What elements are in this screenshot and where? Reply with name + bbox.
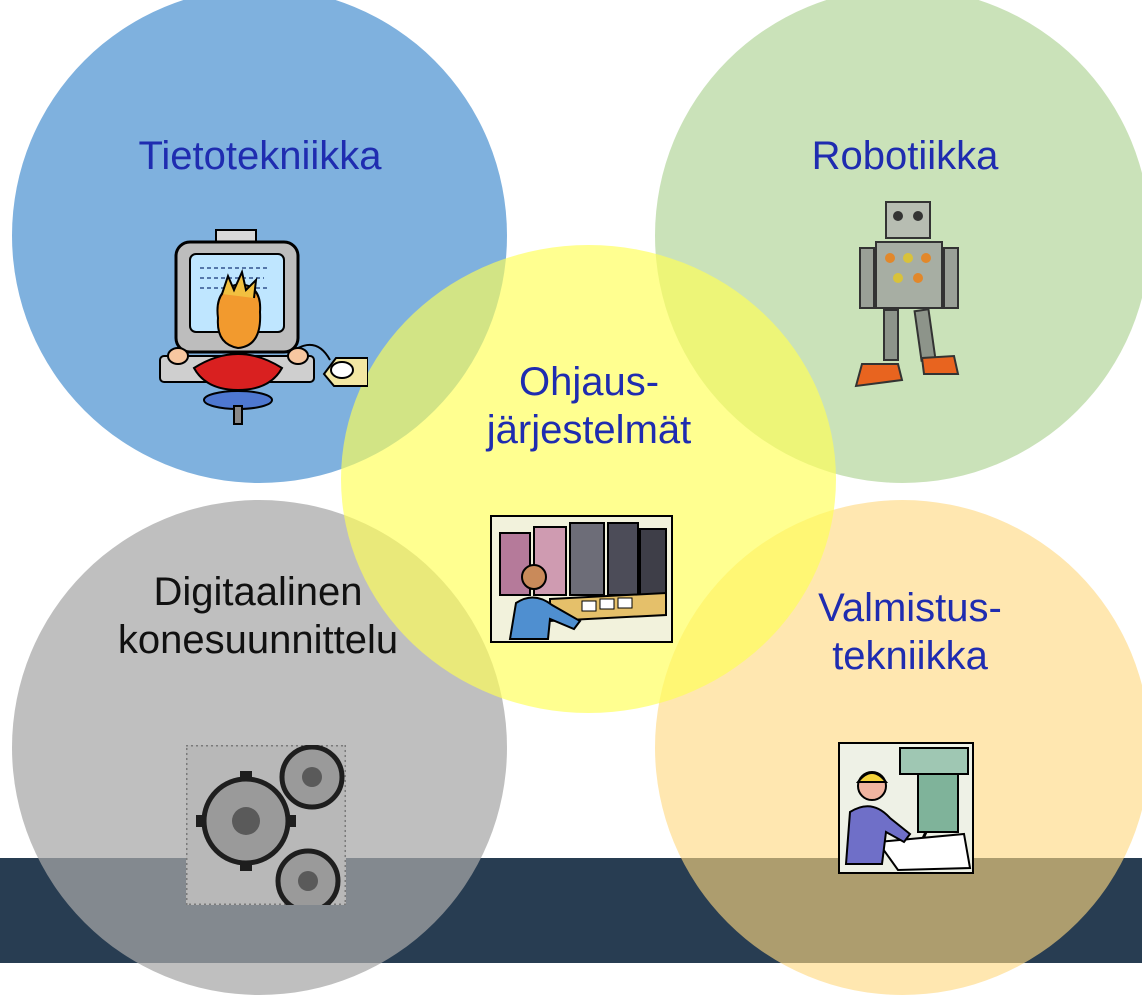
label-tietotekniikka: Tietotekniikka (138, 134, 382, 178)
label-valmistustekniikka: Valmistus- tekniikka (818, 586, 1002, 678)
gears-icon (186, 745, 346, 905)
label-robotiikka: Robotiikka (811, 134, 999, 178)
label-ohjausjarjestelmat: Ohjaus- järjestelmät (486, 360, 692, 452)
control-room-icon (490, 515, 673, 643)
machinist-icon (838, 742, 974, 874)
label-digitaalinen-konesuunnittelu: Digitaalinen konesuunnittelu (117, 570, 399, 662)
programmer-at-computer-icon (159, 229, 368, 425)
robot-icon (854, 201, 960, 388)
